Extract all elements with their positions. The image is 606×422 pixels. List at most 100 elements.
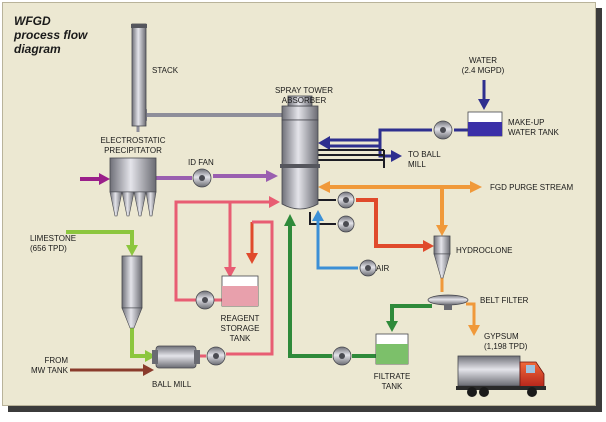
- water-label-line-1: WATER: [469, 56, 497, 65]
- esp-label: ELECTROSTATIC PRECIPITATOR: [90, 136, 176, 156]
- silo-to-mill-line: [130, 328, 146, 358]
- flue-gas-flows: [80, 109, 284, 185]
- slurry-flows: [284, 198, 480, 358]
- stack-label: STACK: [152, 66, 179, 75]
- mw-feed-arrow: [143, 364, 154, 376]
- id-fan: [192, 168, 212, 188]
- diagram-title: WFGD process flow diagram: [14, 14, 124, 56]
- title-line-2: process flow: [14, 28, 88, 42]
- reagent-pump-out-line: [174, 200, 270, 302]
- limestone-feed-line: [66, 230, 134, 246]
- fgd-purge-arrow: [470, 181, 482, 193]
- from-mw-tank-label-line-2: MW TANK: [30, 366, 68, 375]
- oxidation-air-blower: [359, 259, 377, 277]
- electrostatic-precipitator: [109, 157, 157, 217]
- filter-to-filtrate-line: [390, 304, 432, 322]
- frame-shadow-right: [596, 8, 602, 410]
- spray-tower-label: SPRAY TOWER ABSORBER: [262, 86, 346, 106]
- spray-tower-absorber: [280, 95, 320, 210]
- absorber-bottom-line: [309, 212, 336, 225]
- reagent-flows: [174, 196, 280, 358]
- purge-flows: [318, 181, 482, 236]
- reagent-feed-arrow-1: [224, 267, 236, 278]
- to-ball-mill-label-line-2: MILL: [408, 160, 426, 169]
- reagent-tank-label: REAGENT STORAGE TANK: [208, 314, 272, 344]
- purge-return-arrow: [318, 181, 330, 193]
- frame-shadow-bottom: [8, 406, 602, 412]
- flue-gas-inlet-arrow: [99, 173, 110, 185]
- gypsum-label-line-2: (1,198 TPD): [484, 342, 528, 351]
- air-flows: [312, 210, 358, 270]
- from-mw-tank-label-line-1: FROM: [44, 356, 68, 365]
- spray-tower-label-line-1: SPRAY TOWER: [274, 86, 334, 95]
- ball-mill: [152, 345, 200, 369]
- to-ball-mill-label: TO BALL MILL: [408, 150, 441, 170]
- limestone-label-line-2: (656 TPD): [30, 244, 67, 253]
- idfan-to-absorber-arrow: [266, 170, 278, 182]
- water-label-line-2: (2.4 MGPD): [461, 66, 505, 75]
- air-arrow: [312, 210, 324, 221]
- belt-filter-label: BELT FILTER: [480, 296, 529, 305]
- reagent-tank-label-line-2: STORAGE: [220, 324, 260, 333]
- to-ball-mill-label-line-1: TO BALL: [408, 150, 441, 159]
- gypsum-label: GYPSUM (1,198 TPD): [484, 332, 527, 352]
- makeup-tank-label-line-2: WATER TANK: [508, 128, 559, 137]
- limestone-label-line-1: LIMESTONE: [30, 234, 77, 243]
- filter-to-gypsum-line: [466, 302, 476, 326]
- reagent-storage-tank: [221, 275, 259, 307]
- water-label: WATER (2.4 MGPD): [452, 56, 514, 76]
- ball-mill-pump: [206, 346, 226, 366]
- reagent-pump: [195, 290, 215, 310]
- esp-label-line-2: PRECIPITATOR: [104, 146, 162, 155]
- id-fan-label: ID FAN: [188, 158, 214, 167]
- filtrate-tank-label: FILTRATE TANK: [362, 372, 422, 392]
- title-line-1: WFGD: [14, 14, 51, 28]
- reagent-to-absorber-arrow: [269, 196, 280, 208]
- fgd-purge-label: FGD PURGE STREAM: [490, 183, 574, 192]
- belt-filter: [427, 294, 469, 310]
- limestone-feed-arrow: [126, 245, 138, 256]
- filtrate-to-absorber-line: [288, 226, 332, 358]
- hydroclone: [433, 235, 451, 279]
- absorber-pump-out-line: [356, 198, 424, 248]
- water-into-absorber-arrow: [318, 136, 330, 150]
- to-ball-mill-arrow: [391, 150, 402, 162]
- air-line: [316, 220, 358, 270]
- filtrate-pump: [332, 346, 352, 366]
- filtrate-to-absorber-arrow: [284, 214, 296, 226]
- ball-mill-label: BALL MILL: [152, 380, 192, 389]
- purge-to-hydroclone-arrow: [436, 225, 448, 236]
- reagent-tank-label-line-3: TANK: [229, 334, 251, 343]
- stack: [131, 23, 147, 127]
- reagent-feed-arrow-2: [246, 253, 258, 264]
- limestone-flows: [66, 230, 156, 376]
- filter-to-gypsum-arrow: [468, 325, 480, 336]
- stack-top: [131, 24, 147, 28]
- ballmill-pump-to-tank-line: [226, 220, 274, 356]
- makeup-tank-label: MAKE-UP WATER TANK: [508, 118, 559, 138]
- makeup-tank-label-line-1: MAKE-UP: [508, 118, 545, 127]
- hydroclone-label: HYDROCLONE: [456, 246, 513, 255]
- filtrate-tank: [375, 333, 409, 365]
- spray-tower-label-line-2: ABSORBER: [281, 96, 327, 105]
- absorber-recycle-pumps: [337, 191, 355, 233]
- reagent-tank-label-line-1: REAGENT: [220, 314, 260, 323]
- silo-to-mill-arrow: [145, 350, 156, 362]
- limestone-silo: [121, 255, 143, 329]
- filtrate-tank-label-line-2: TANK: [381, 382, 403, 391]
- limestone-label: LIMESTONE (656 TPD): [30, 234, 76, 254]
- pump-to-absorber-line-2: [330, 130, 382, 142]
- water-supply-arrow: [478, 99, 490, 110]
- slurry-to-hydroclone-arrow: [423, 240, 434, 252]
- filtrate-tank-label-line-1: FILTRATE: [373, 372, 411, 381]
- gypsum-label-line-1: GYPSUM: [484, 332, 519, 341]
- from-mw-tank-label: FROM MW TANK: [20, 356, 68, 376]
- makeup-water-tank: [467, 111, 503, 137]
- air-label: AIR: [376, 264, 390, 273]
- filter-to-filtrate-arrow: [386, 321, 398, 332]
- esp-label-line-1: ELECTROSTATIC: [100, 136, 166, 145]
- stack-body: [131, 23, 147, 127]
- title-line-3: diagram: [14, 42, 61, 56]
- gypsum-truck: [456, 355, 546, 397]
